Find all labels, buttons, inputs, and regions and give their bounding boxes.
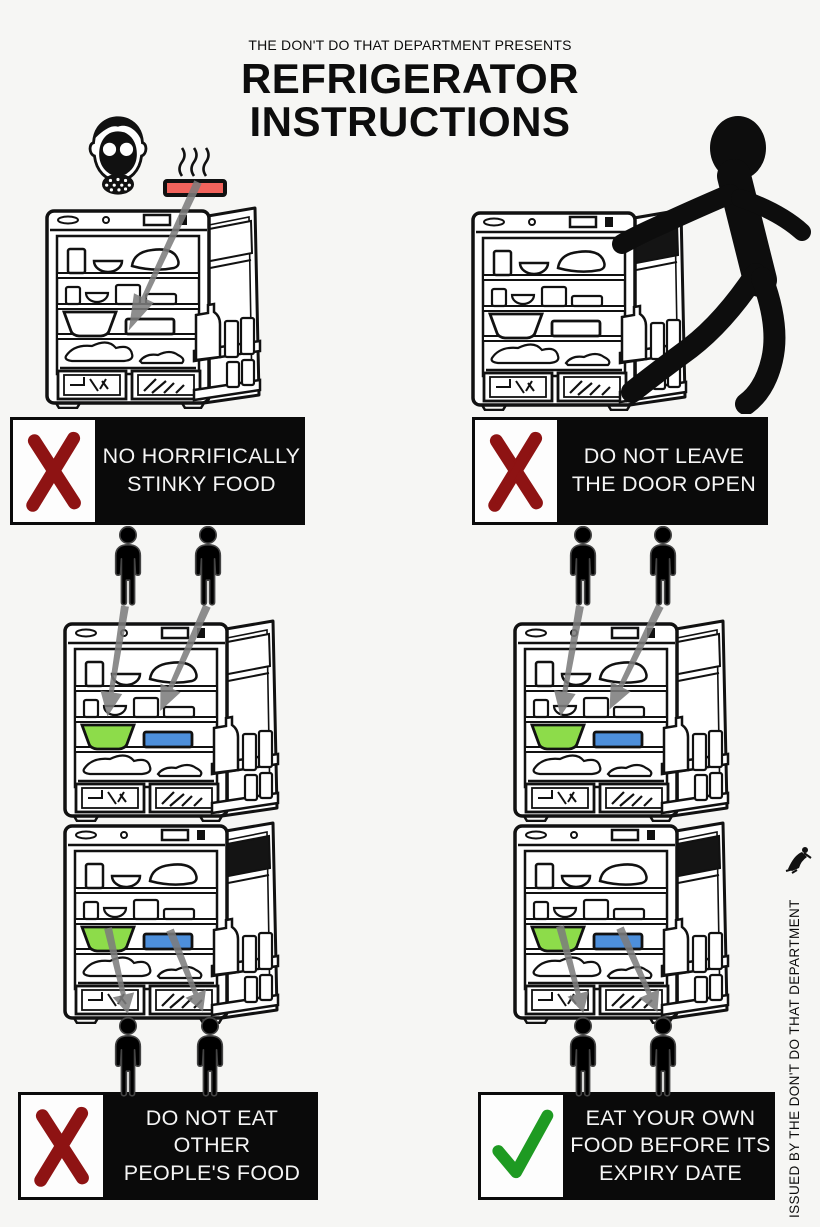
- green-check-icon: [478, 1092, 566, 1200]
- open-fridge-art: [512, 616, 732, 822]
- rule-text-stinky-food: NO HORRIFICALLY STINKY FOOD: [98, 417, 305, 525]
- rule-label-stinky-food: NO HORRIFICALLY STINKY FOOD: [10, 417, 305, 525]
- green-person-figure: [105, 520, 151, 614]
- dont-do-that-department-logo: [785, 847, 812, 874]
- rule-label-other-peoples-food: DO NOT EAT OTHER PEOPLE'S FOOD: [18, 1092, 318, 1200]
- gray-arrow-icon: [160, 604, 211, 712]
- rule-text-door-open: DO NOT LEAVE THE DOOR OPEN: [560, 417, 768, 525]
- title-line-2: INSTRUCTIONS: [249, 97, 571, 145]
- open-fridge-art: [62, 616, 282, 822]
- gray-arrow-icon: [128, 180, 202, 331]
- gray-arrow-icon: [104, 927, 135, 1014]
- rule-text-other-peoples-food: DO NOT EAT OTHER PEOPLE'S FOOD: [106, 1092, 318, 1200]
- poster-title: REFRIGERATOR INSTRUCTIONS: [0, 55, 820, 145]
- title-line-1: REFRIGERATOR: [240, 55, 580, 102]
- blue-person-figure: [105, 1012, 151, 1104]
- kicker-text: THE DON'T DO THAT DEPARTMENT PRESENTS: [248, 37, 572, 53]
- rule-label-expiry-date: EAT YOUR OWN FOOD BEFORE ITS EXPIRY DATE: [478, 1092, 775, 1200]
- rule-text-expiry-date: EAT YOUR OWN FOOD BEFORE ITS EXPIRY DATE: [566, 1092, 775, 1200]
- open-fridge-art: [62, 818, 282, 1024]
- blue-person-figure: [640, 520, 686, 614]
- green-person-figure: [560, 1012, 606, 1104]
- walking-person-silhouette: [612, 116, 811, 414]
- gray-arrow-icon: [553, 605, 584, 717]
- rule-label-door-open: DO NOT LEAVE THE DOOR OPEN: [472, 417, 768, 525]
- gas-mask-icon: [88, 116, 148, 195]
- gray-arrow-icon: [100, 605, 129, 717]
- gray-arrow-icon: [556, 924, 589, 1013]
- blue-person-figure: [640, 1012, 686, 1104]
- blue-person-figure: [185, 520, 231, 614]
- gray-arrow-icon: [166, 928, 206, 1012]
- green-person-figure: [187, 1012, 233, 1104]
- issued-by-vertical-text: ISSUED BY THE DON'T DO THAT DEPARTMENT: [787, 899, 802, 1218]
- red-x-icon: [10, 417, 98, 525]
- open-fridge-art: [512, 818, 732, 1024]
- gray-arrow-icon: [609, 604, 664, 710]
- gray-arrow-icon: [616, 926, 660, 1013]
- red-x-icon: [18, 1092, 106, 1200]
- red-x-icon: [472, 417, 560, 525]
- green-person-figure: [560, 520, 606, 614]
